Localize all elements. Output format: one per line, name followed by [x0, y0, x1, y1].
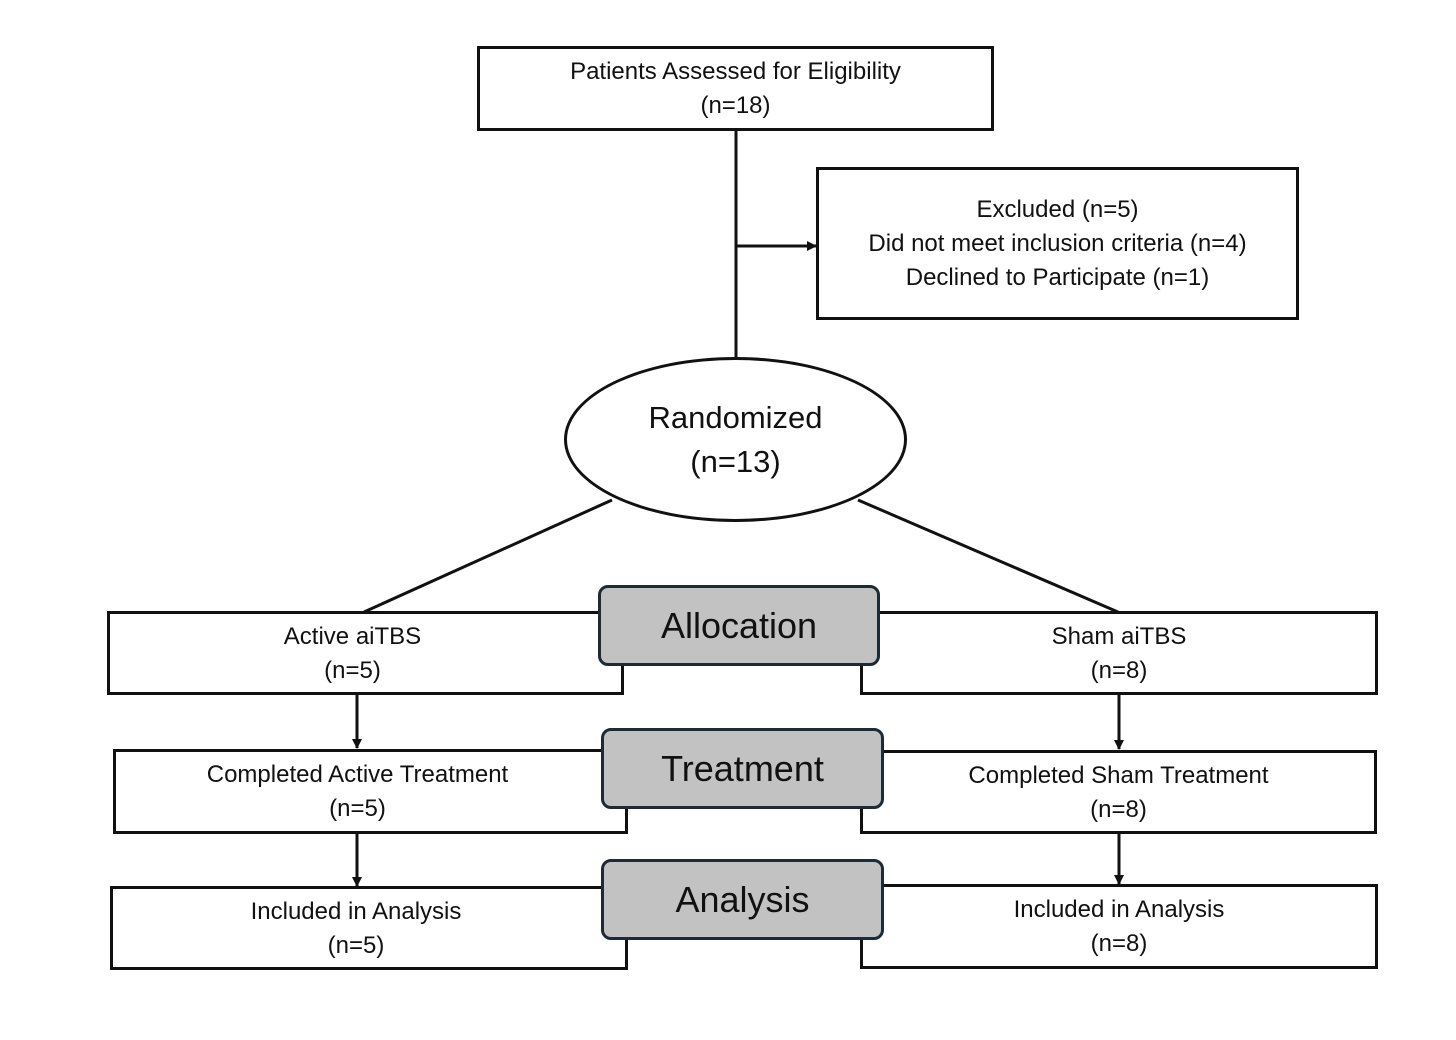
connector-randomized-to-active: [363, 498, 613, 614]
stage-allocation: Allocation: [598, 585, 880, 666]
excluded-title: Excluded (n=5): [976, 195, 1139, 223]
sham-allocation-title: Sham aiTBS: [1051, 623, 1187, 650]
sham-analysis-count: (n=8): [1090, 930, 1148, 957]
stage-treatment-label: Treatment: [661, 747, 824, 789]
active-allocation-count: (n=5): [324, 657, 381, 684]
active-treatment-count: (n=5): [329, 795, 386, 822]
stage-treatment: Treatment: [601, 728, 884, 809]
active-allocation-title: Active aiTBS: [283, 623, 422, 650]
active-analysis-title: Included in Analysis: [250, 898, 462, 925]
randomized-title: Randomized: [648, 399, 823, 435]
sham-allocation-box: Sham aiTBS (n=8): [860, 611, 1378, 695]
sham-treatment-box: Completed Sham Treatment (n=8): [860, 750, 1377, 834]
stage-analysis: Analysis: [601, 859, 884, 940]
sham-treatment-count: (n=8): [1090, 796, 1147, 823]
excluded-reason-declined: Declined to Participate (n=1): [905, 263, 1210, 291]
active-treatment-box: Completed Active Treatment (n=5): [113, 749, 628, 834]
eligibility-box: Patients Assessed for Eligibility (n=18): [477, 46, 994, 131]
active-analysis-box: Included in Analysis (n=5): [110, 886, 628, 970]
active-treatment-title: Completed Active Treatment: [206, 761, 509, 788]
randomized-count: (n=13): [690, 443, 781, 479]
stage-analysis-label: Analysis: [675, 878, 810, 920]
sham-allocation-count: (n=8): [1090, 657, 1148, 684]
active-allocation-box: Active aiTBS (n=5): [107, 611, 624, 695]
sham-analysis-box: Included in Analysis (n=8): [860, 884, 1378, 969]
stage-allocation-label: Allocation: [660, 604, 818, 646]
eligibility-count: (n=18): [700, 91, 771, 119]
eligibility-title: Patients Assessed for Eligibility: [570, 57, 901, 85]
active-analysis-count: (n=5): [327, 932, 385, 959]
sham-treatment-title: Completed Sham Treatment: [968, 762, 1269, 789]
sham-analysis-title: Included in Analysis: [1013, 896, 1225, 923]
randomized-oval: Randomized (n=13): [564, 357, 907, 522]
excluded-box: Excluded (n=5) Did not meet inclusion cr…: [816, 167, 1299, 320]
excluded-reason-criteria: Did not meet inclusion criteria (n=4): [868, 229, 1247, 257]
connector-randomized-to-sham: [857, 498, 1119, 614]
